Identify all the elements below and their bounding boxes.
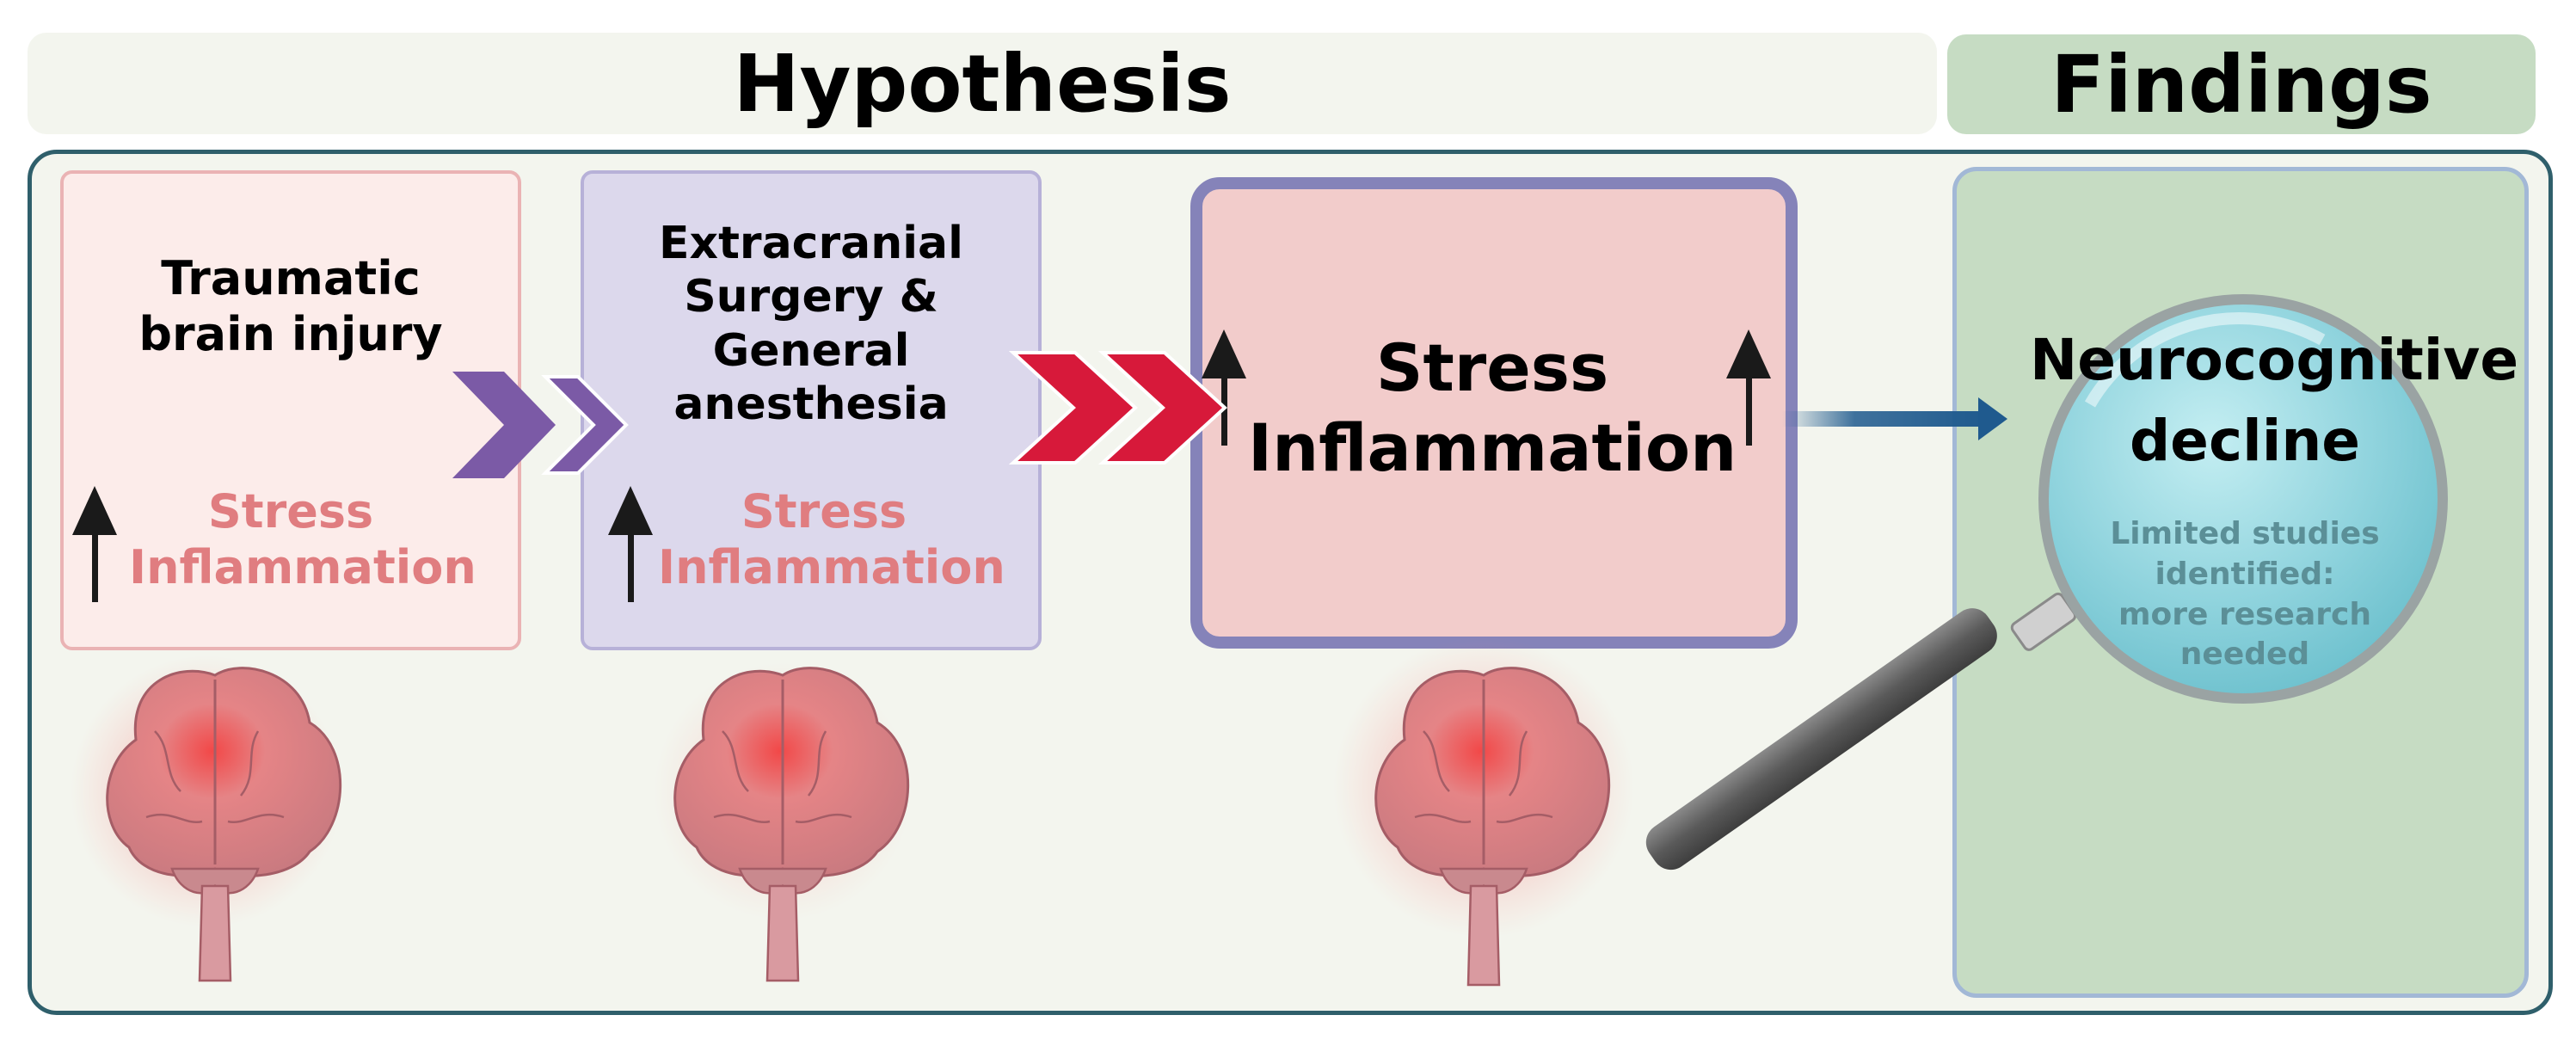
brain-icon	[1333, 637, 1634, 987]
hypothesis-label: Hypothesis	[733, 37, 1232, 130]
findings-note: Limited studies identified: more researc…	[2110, 516, 2380, 673]
up-arrow-icon	[1726, 329, 1771, 446]
brain-icon	[71, 655, 342, 982]
surgery-effect: Stress Inflammation	[658, 484, 1005, 594]
findings-label: Findings	[2050, 38, 2432, 131]
surgery-panel	[581, 170, 1042, 650]
tbi-title: Traumatic brain injury	[138, 251, 443, 361]
findings-header: Findings	[1947, 34, 2536, 134]
tbi-effect: Stress Inflammation	[129, 484, 476, 594]
chevron-icon	[452, 372, 629, 478]
right-arrow-icon	[1782, 397, 2007, 440]
up-arrow-icon	[1202, 329, 1246, 446]
chevron-icon	[1008, 351, 1227, 464]
hypothesis-header: Hypothesis	[28, 33, 1937, 134]
combined-stress-panel	[1190, 177, 1798, 649]
tbi-panel	[60, 170, 521, 650]
combined-effect: Stress Inflammation	[1247, 329, 1737, 486]
up-arrow-icon	[72, 486, 117, 602]
up-arrow-icon	[608, 486, 653, 602]
surgery-title: Extracranial Surgery & General anesthesi…	[659, 218, 963, 431]
magnifying-glass-icon	[1645, 294, 2448, 871]
brain-icon	[654, 662, 912, 982]
findings-outcome: Neurocognitive decline	[2030, 327, 2519, 474]
